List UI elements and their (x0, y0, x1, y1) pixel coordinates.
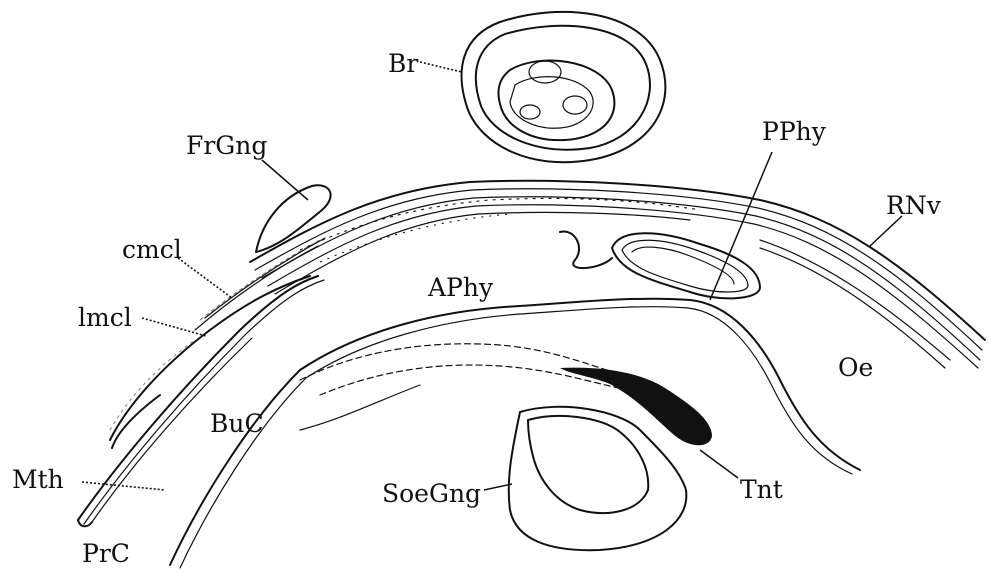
tentorium (560, 368, 712, 446)
label-br: Br (388, 49, 418, 78)
label-tnt: Tnt (740, 475, 783, 504)
leader-tnt (700, 450, 738, 478)
leader-cmcl (178, 258, 232, 298)
brain-section (462, 12, 666, 162)
label-oe: Oe (838, 353, 873, 382)
label-lmcl: lmcl (78, 303, 132, 332)
label-mth: Mth (12, 465, 64, 494)
subesophageal-ganglion (509, 407, 687, 550)
label-pphy: PPhy (762, 117, 827, 146)
posterior-pharynx (560, 231, 760, 298)
label-aphy: APhy (427, 273, 494, 302)
label-soegng: SoeGng (382, 479, 481, 508)
leader-lmcl (142, 318, 206, 336)
leader-rnv (870, 216, 902, 246)
dorsal-pharynx-wall (250, 181, 985, 368)
frontal-ganglion (256, 185, 331, 252)
leader-br (420, 62, 462, 72)
leader-mth (82, 482, 165, 490)
label-cmcl: cmcl (122, 235, 182, 264)
label-buc: BuC (210, 409, 264, 438)
label-rnv: RNv (886, 191, 942, 220)
label-prc: PrC (82, 539, 130, 568)
label-frgng: FrGng (186, 131, 267, 160)
leader-frgng (262, 160, 308, 200)
